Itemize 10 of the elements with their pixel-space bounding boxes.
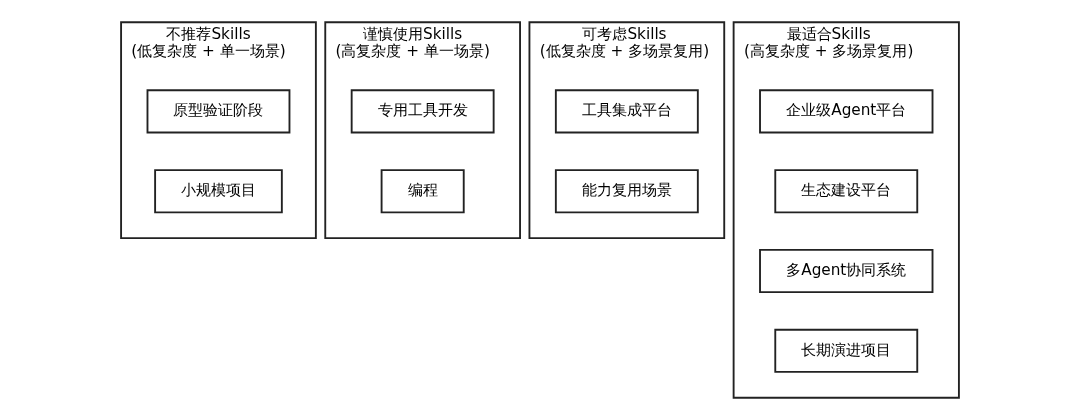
node-box: 多Agent协同系统 xyxy=(759,248,934,294)
node-box: 长期演进项目 xyxy=(774,328,919,373)
node-box: 能力复用场景 xyxy=(554,169,699,214)
node-box: 工具集成平台 xyxy=(554,89,699,134)
node-box: 原型验证阶段 xyxy=(146,89,291,134)
node-box: 企业级Agent平台 xyxy=(759,89,934,134)
node-box: 专用工具开发 xyxy=(350,89,495,134)
node-box: 编程 xyxy=(380,169,465,214)
node-box: 生态建设平台 xyxy=(774,169,919,214)
node-box: 小规模项目 xyxy=(154,169,283,214)
